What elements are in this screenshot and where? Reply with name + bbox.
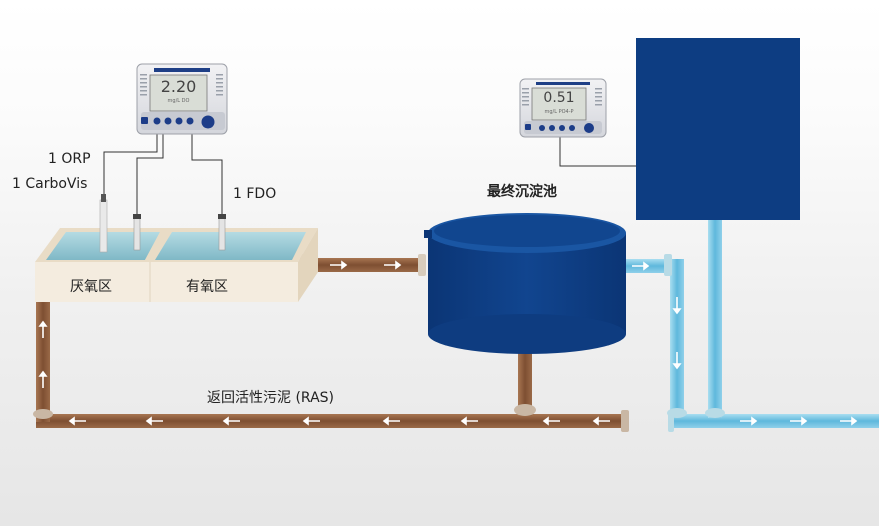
label-carbovis: 1 CarboVis: [12, 176, 88, 192]
arrow-right-icon: [542, 416, 560, 426]
arrow-right-icon: [384, 260, 402, 270]
label-aerobic-zone: 有氧区: [186, 279, 228, 295]
probe-cables: [103, 132, 636, 214]
arrow-right-icon: [302, 416, 320, 426]
probe-fdo: [218, 214, 226, 251]
meter-left-value: 2.20: [160, 77, 197, 96]
arrow-right-icon: [382, 416, 400, 426]
meter-right-unit: mg/L PO4-P: [544, 109, 574, 115]
effluent-pipe: [624, 218, 879, 432]
arrow-right-icon: [145, 416, 163, 426]
final-clarifier-tank: [424, 213, 626, 354]
arrow-right-icon: [222, 416, 240, 426]
arrow-right-icon: [38, 370, 48, 388]
arrow-right-icon: [330, 260, 348, 270]
arrow-right-icon: [68, 416, 86, 426]
label-ras: 返回活性污泥 (RAS): [207, 390, 334, 406]
blue-treatment-unit: [636, 38, 800, 220]
probe-orp: [99, 194, 108, 253]
label-fdo: 1 FDO: [233, 186, 277, 202]
arrow-right-icon: [672, 352, 682, 370]
meter-po4: [519, 78, 607, 138]
arrow-right-icon: [840, 416, 858, 426]
label-orp: 1 ORP: [48, 151, 91, 167]
probe-carbovis: [133, 214, 141, 251]
label-final-clarifier: 最终沉淀池: [487, 184, 557, 200]
arrow-right-icon: [790, 416, 808, 426]
arrow-right-icon: [592, 416, 610, 426]
flow-arrows: [38, 260, 858, 426]
mixed-liquor-pipe: [300, 254, 426, 276]
meter-do: [136, 63, 228, 135]
label-anaerobic-zone: 厌氧区: [70, 279, 112, 295]
treatment-basin: [35, 228, 318, 302]
arrow-right-icon: [672, 297, 682, 315]
meter-left-unit: mg/L DO: [167, 98, 190, 104]
ras-return-pipe: [33, 300, 629, 432]
arrow-right-icon: [632, 261, 650, 271]
arrow-right-icon: [38, 320, 48, 338]
arrow-right-icon: [460, 416, 478, 426]
arrow-right-icon: [740, 416, 758, 426]
meter-right-value: 0.51: [543, 90, 575, 106]
